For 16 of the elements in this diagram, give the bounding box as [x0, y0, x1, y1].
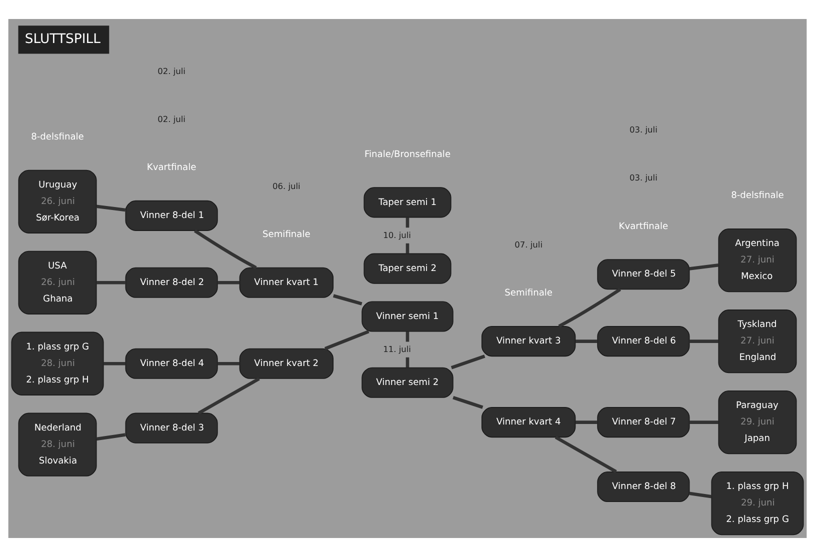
label: 06. juli	[272, 180, 300, 191]
label: Finale/Bronsefinale	[364, 150, 451, 160]
label: Kvartfinale	[146, 163, 196, 174]
label: 8-delsfinale	[31, 132, 84, 142]
label: Kvartfinale	[618, 222, 668, 232]
label: 03. juli	[630, 124, 658, 135]
label: 03. juli	[630, 172, 658, 183]
edge-label: 10. juli	[383, 230, 411, 240]
label: 02. juli	[158, 114, 186, 124]
label: 02. juli	[158, 66, 186, 76]
label: 8-delsfinale	[731, 191, 784, 202]
label: Semifinale	[262, 230, 310, 240]
label: Semifinale	[504, 288, 552, 299]
diagram-title: SLUTTSPILL	[24, 32, 101, 47]
edge-label: 11. juli	[383, 344, 411, 354]
label: 07. juli	[514, 240, 542, 250]
